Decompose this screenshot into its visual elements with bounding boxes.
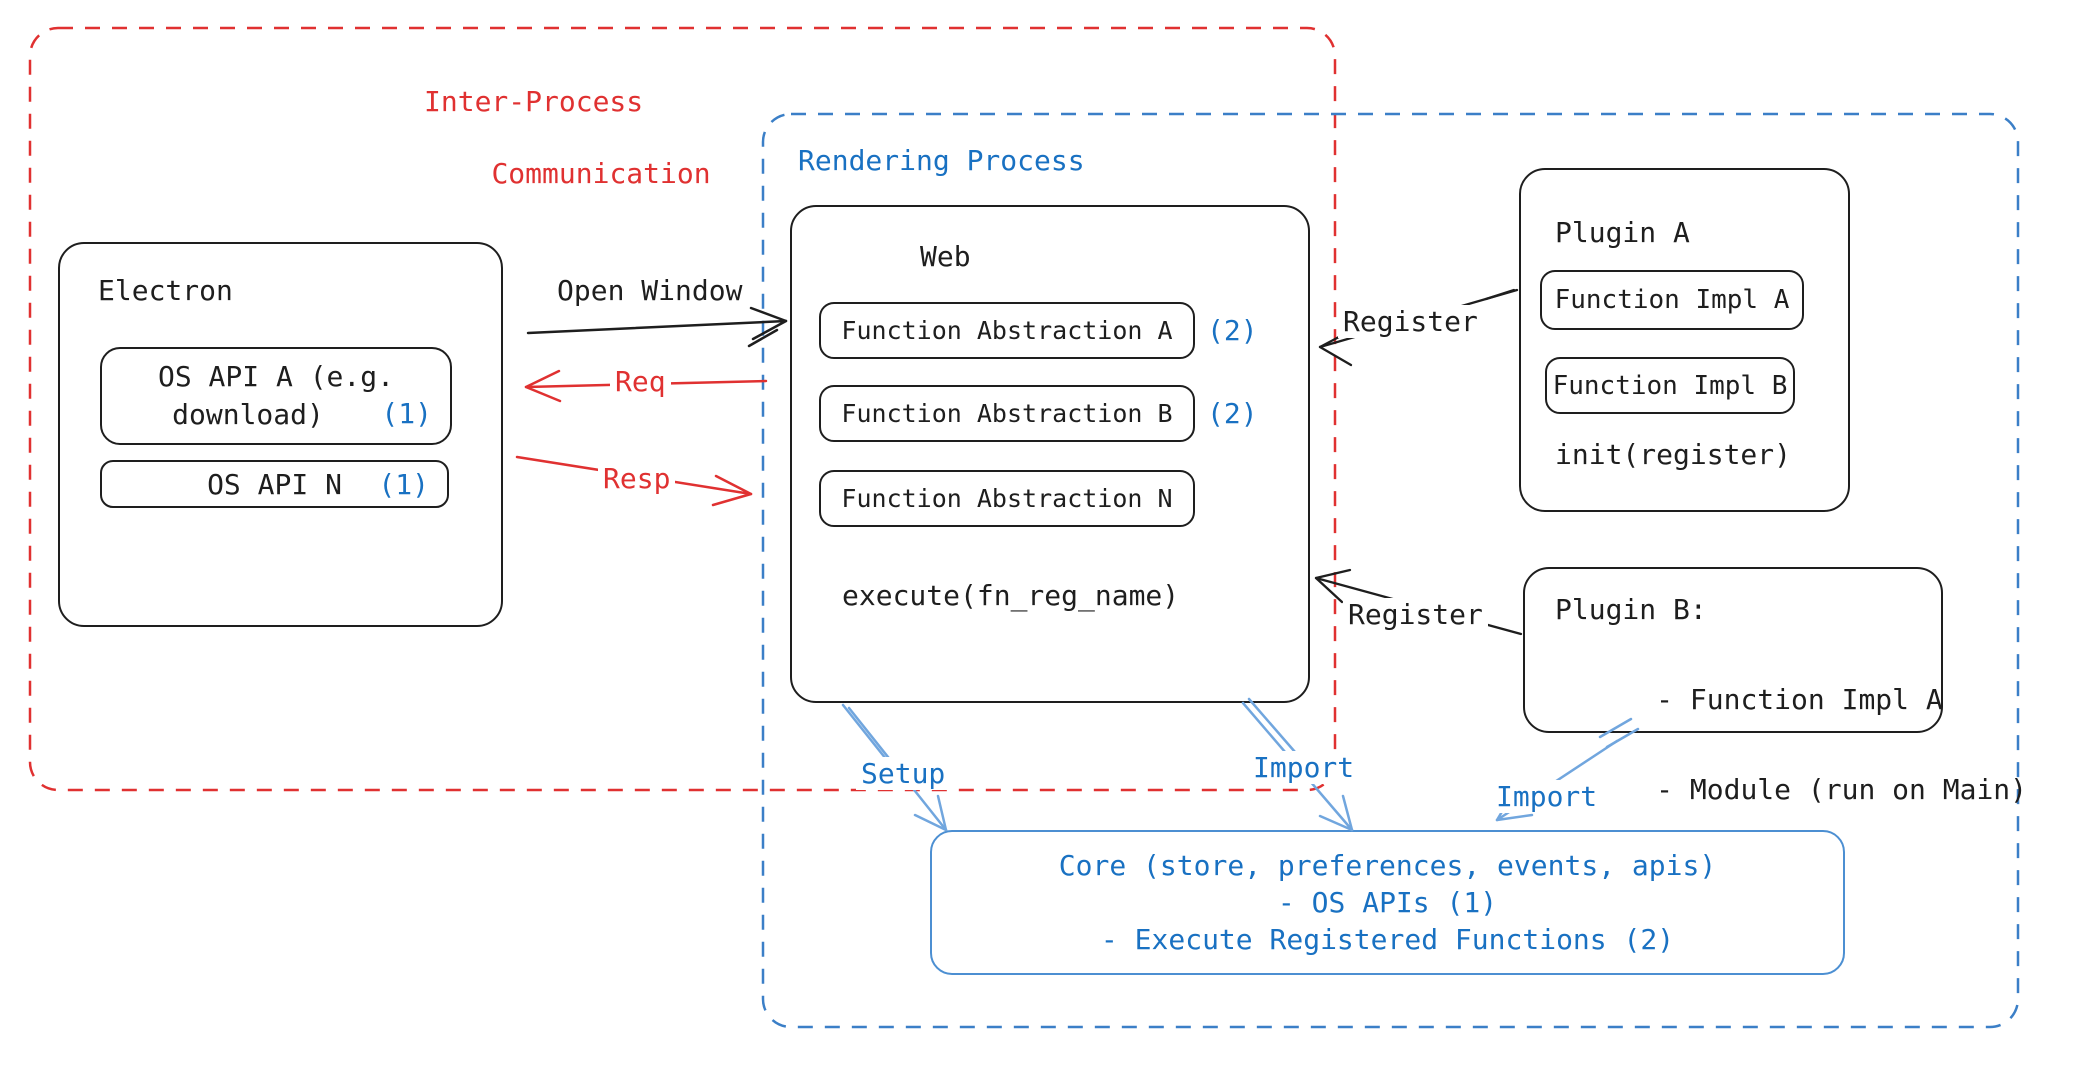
plugin-b-line1: Plugin B: [1555,593,1707,626]
function-impl-a-box: Function Impl A [1540,270,1804,330]
os-api-a-line2: download) [172,398,324,431]
core-box: Core (store, preferences, events, apis) … [930,830,1845,975]
core-line2: - OS APIs (1) [1277,886,1498,919]
os-api-n-box: OS API N (1) [100,460,449,508]
rendering-process-label: Rendering Process [798,144,1085,177]
ipc-region-label: Inter-Process Communication [424,84,711,228]
execute-label: execute(fn_reg_name) [842,579,1180,612]
open-window-arrow [526,306,788,348]
open-window-label: Open Window [552,274,748,307]
register-top-label: Register [1338,305,1483,338]
function-abstraction-a-badge: (2) [1207,314,1258,347]
plugin-a-box: Plugin A Function Impl A Function Impl B… [1519,168,1850,512]
web-box: Web Function Abstraction A (2) Function … [790,205,1310,703]
import-plugin-label: Import [1491,780,1603,813]
plugin-b-line3: - Module (run on Main) [1656,773,2028,806]
core-line1: Core (store, preferences, events, apis) [1058,849,1717,882]
ipc-label-line2: Communication [491,157,711,190]
core-line3: - Execute Registered Functions (2) [1100,923,1675,956]
init-register-label: init(register) [1555,438,1792,471]
function-abstraction-b-badge: (2) [1207,397,1258,430]
function-abstraction-b-box: Function Abstraction B [819,385,1195,442]
plugin-b-line2: - Function Impl A [1656,683,1943,716]
electron-title: Electron [98,274,233,307]
os-api-n-label: OS API N [207,467,342,501]
os-api-a-line1: OS API A (e.g. [157,360,394,393]
os-api-n-badge: (1) [378,468,429,501]
import-web-label: Import [1248,751,1360,784]
function-abstraction-a-box: Function Abstraction A [819,302,1195,359]
plugin-a-title: Plugin A [1555,216,1690,249]
register-bottom-label: Register [1343,598,1488,631]
req-label: Req [610,365,671,398]
plugin-b-box: Plugin B: - Function Impl A - Module (ru… [1523,567,2027,806]
electron-box: Electron OS API A (e.g. download) (1) OS… [58,242,503,627]
function-abstraction-n-box: Function Abstraction N [819,470,1195,527]
os-api-a-badge: (1) [381,397,432,430]
setup-label: Setup [856,757,951,790]
plugin-b-text: Plugin B: - Function Impl A - Module (ru… [1555,587,2027,857]
ipc-label-line1: Inter-Process [424,85,644,118]
function-impl-b-box: Function Impl B [1545,357,1795,414]
web-title: Web [920,240,971,273]
os-api-a-box: OS API A (e.g. download) (1) [100,347,452,445]
resp-label: Resp [598,462,676,495]
